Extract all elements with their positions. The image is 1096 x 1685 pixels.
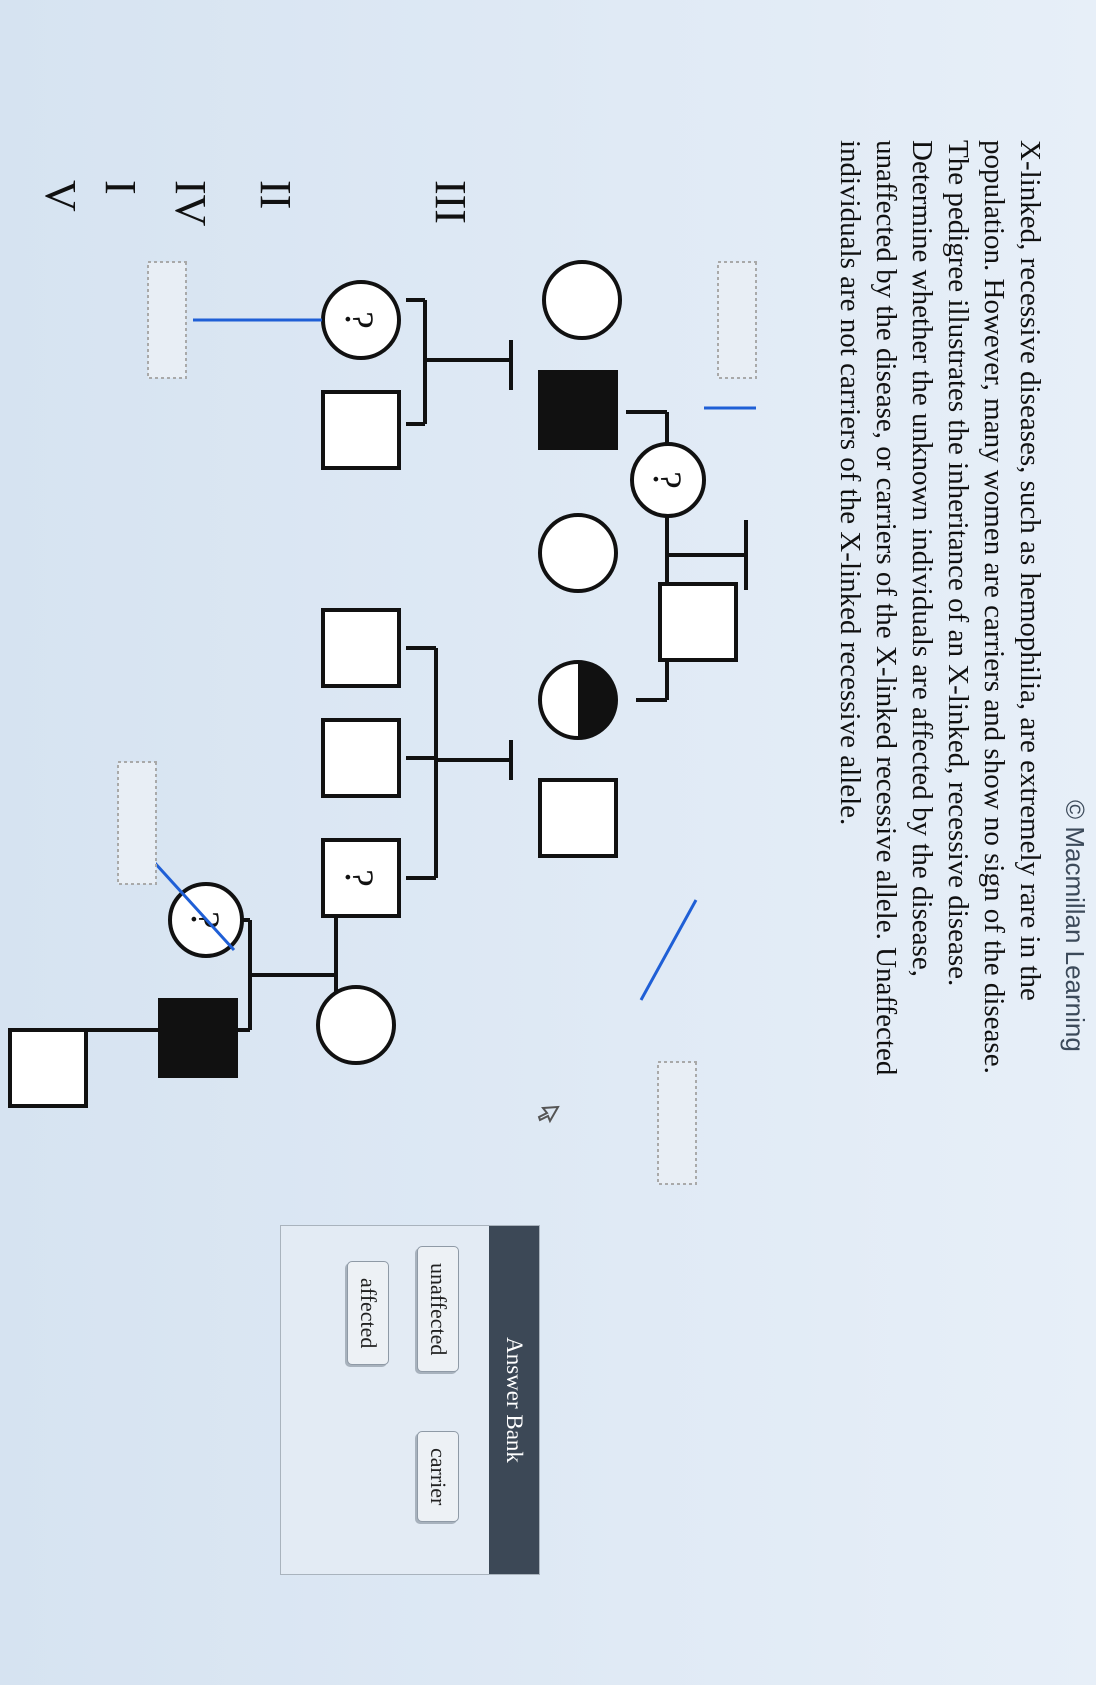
unknown-marker: ? xyxy=(337,311,382,329)
individual-II-3-female xyxy=(538,513,618,593)
individual-IV-2-affected-male xyxy=(158,998,238,1078)
answer-chip-unaffected[interactable]: unaffected xyxy=(417,1246,459,1373)
individual-III-4-male xyxy=(321,718,401,798)
generation-label-4: IV xyxy=(166,180,215,227)
individual-II-5-male xyxy=(538,778,618,858)
answer-drop-zone-I-1[interactable] xyxy=(717,261,757,379)
generation-label-1: I xyxy=(96,180,145,195)
unknown-marker: ? xyxy=(337,869,382,887)
answer-chip-affected[interactable]: affected xyxy=(347,1261,389,1366)
individual-III-6-female xyxy=(316,985,396,1065)
answer-bank-title: Answer Bank xyxy=(489,1226,539,1574)
generation-label-3: III xyxy=(426,180,475,224)
answer-drop-zone-III-5[interactable] xyxy=(657,1061,697,1185)
individual-II-2-affected-male xyxy=(538,370,618,450)
connector-line-III-5 xyxy=(639,899,698,1001)
individual-III-3-male xyxy=(321,608,401,688)
individual-III-5-unknown-male xyxy=(321,838,401,918)
unknown-marker: ? xyxy=(645,471,690,489)
individual-II-1-female xyxy=(542,260,622,340)
answer-chip-carrier[interactable]: carrier xyxy=(417,1431,459,1523)
connector-line-IV-1 xyxy=(152,860,236,952)
cursor-arrow-icon xyxy=(537,1105,560,1124)
answer-drop-zone-III-1[interactable] xyxy=(147,261,187,379)
individual-I-1-unknown-female xyxy=(630,442,706,518)
individual-III-1-unknown-female xyxy=(321,280,401,360)
individual-II-4-carrier-female xyxy=(538,660,618,740)
generation-label-2: II xyxy=(251,180,300,209)
individual-V-1-male xyxy=(8,1028,88,1108)
individual-III-2-male xyxy=(321,390,401,470)
answer-bank: Answer Bank unaffected carrier affected xyxy=(280,1225,540,1575)
individual-I-2-male xyxy=(658,582,738,662)
answer-drop-zone-IV-1[interactable] xyxy=(117,761,157,885)
generation-label-5: V xyxy=(36,180,85,212)
